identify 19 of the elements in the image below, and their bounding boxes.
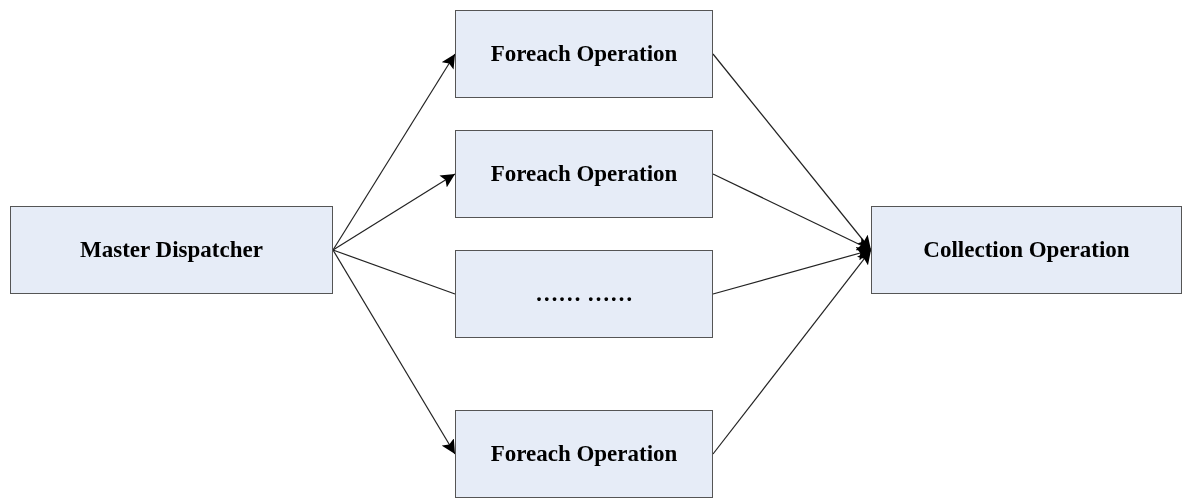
arrow (332, 173, 456, 251)
process-box (455, 130, 713, 218)
box-label: …… …… (535, 281, 633, 307)
process-box (10, 206, 333, 294)
box-label: Collection Operation (923, 237, 1130, 263)
process-box (871, 206, 1182, 294)
box-label: Master Dispatcher (80, 237, 263, 263)
box-label: Foreach Operation (490, 41, 678, 67)
arrow (712, 249, 872, 455)
box-label: Foreach Operation (490, 161, 678, 187)
box-label: Foreach Operation (490, 441, 678, 467)
process-box (455, 10, 713, 98)
process-box (455, 410, 713, 498)
arrow (712, 53, 872, 251)
process-box (455, 250, 713, 338)
arrow (332, 249, 456, 455)
arrow (712, 247, 872, 295)
arrow (712, 173, 872, 251)
arrow (332, 53, 456, 251)
